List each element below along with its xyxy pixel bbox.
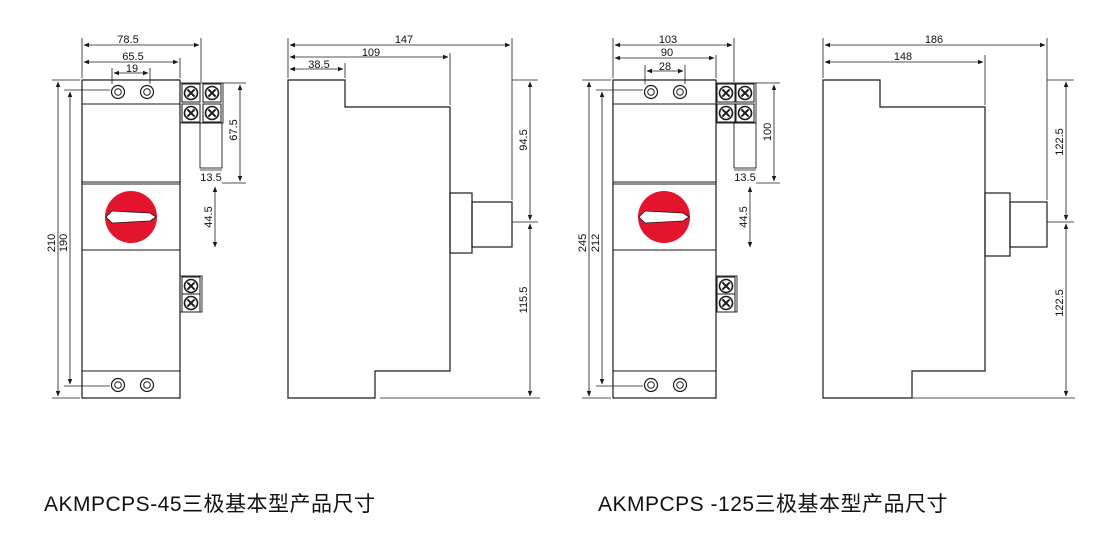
dim-upper-height: 94.5	[518, 129, 530, 150]
terminal-screw-icon	[716, 83, 736, 103]
dim-height-inner: 190	[58, 234, 70, 252]
terminal-screw-icon	[181, 103, 201, 123]
mounting-hole-icon	[139, 84, 155, 100]
dim-width-inner: 65.5	[122, 51, 143, 63]
terminal-screw-icon	[716, 103, 736, 123]
dim-handle-offset: 44.5	[203, 206, 215, 227]
mounting-hole-icon	[643, 377, 659, 393]
dim-terminal-height: 100	[762, 123, 774, 141]
left-side-body	[287, 79, 451, 399]
left-front-body	[81, 79, 181, 399]
rotary-handle-icon	[105, 191, 157, 243]
dim-depth-body: 148	[894, 51, 912, 63]
dim-lower-height: 115.5	[518, 287, 530, 314]
mounting-hole-icon	[139, 377, 155, 393]
mounting-hole-icon	[672, 377, 688, 393]
dim-upper-height: 122.5	[1054, 128, 1066, 156]
dim-handle-offset: 44.5	[738, 206, 750, 227]
dim-height-overall: 210	[46, 234, 58, 252]
dim-width-overall: 103	[659, 34, 677, 46]
dim-depth-overall: 147	[395, 34, 413, 46]
left-front-view: 78.5 65.5 19 210 190 67.5 13.5 44.5	[46, 34, 246, 399]
dim-lower-height: 122.5	[1054, 289, 1066, 317]
mounting-hole-icon	[672, 84, 688, 100]
left-caption: AKMPCPS-45三极基本型产品尺寸	[44, 493, 376, 516]
dim-hole-spacing: 19	[126, 63, 138, 75]
mounting-hole-icon	[110, 377, 126, 393]
dim-depth-body: 109	[362, 47, 380, 59]
rotary-handle-icon	[638, 191, 690, 243]
dim-width-inner: 90	[661, 47, 673, 59]
dim-terminal-gap: 13.5	[734, 172, 755, 184]
right-side-view: 186 148 122.5 122.5	[822, 34, 1075, 399]
right-front-body	[612, 79, 717, 399]
dim-height-inner: 212	[590, 234, 602, 252]
dim-terminal-gap: 13.5	[200, 172, 221, 184]
terminal-screw-icon	[181, 293, 201, 313]
terminal-screw-icon	[735, 103, 755, 123]
terminal-screw-icon	[181, 276, 201, 296]
dim-depth-overall: 186	[925, 34, 943, 46]
terminal-screw-icon	[202, 83, 222, 103]
right-front-view: 103 90 28 245 212 100 13.5 44.5	[577, 34, 780, 399]
right-side-body	[822, 79, 986, 399]
dim-hole-spacing: 28	[659, 61, 671, 73]
terminal-screw-icon	[735, 83, 755, 103]
dim-width-overall: 78.5	[117, 34, 138, 46]
dim-height-overall: 245	[577, 234, 589, 252]
terminal-screw-icon	[716, 276, 736, 296]
mounting-hole-icon	[110, 84, 126, 100]
dim-terminal-height: 67.5	[228, 119, 240, 140]
terminal-screw-icon	[202, 103, 222, 123]
dim-depth-step: 38.5	[308, 59, 329, 71]
terminal-screw-icon	[181, 83, 201, 103]
left-side-view: 147 109 38.5 94.5 115.5	[287, 34, 540, 399]
terminal-screw-icon	[716, 293, 736, 313]
right-caption: AKMPCPS -125三极基本型产品尺寸	[598, 493, 949, 516]
mounting-hole-icon	[643, 84, 659, 100]
